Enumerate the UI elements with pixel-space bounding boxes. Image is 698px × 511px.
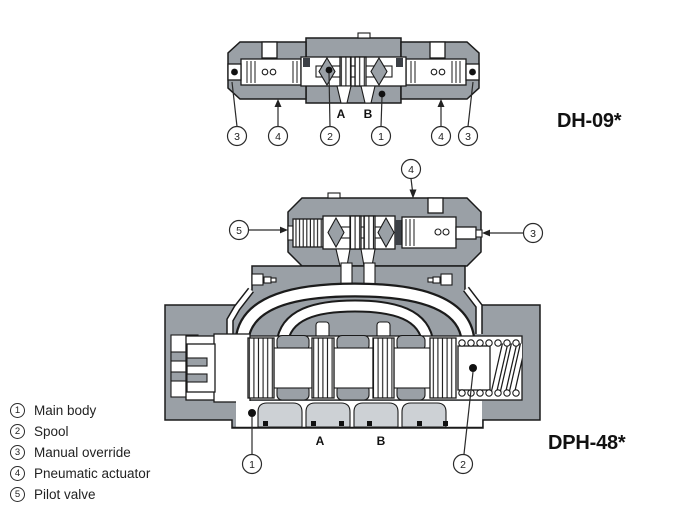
svg-text:4: 4 [438, 131, 444, 143]
dh09-left-pneumatic-actuator [227, 41, 307, 100]
dph48-callout-4-top: 4 [400, 158, 422, 199]
legend-label-pilot-valve: Pilot valve [34, 487, 96, 502]
dh09-leader-lines [231, 66, 474, 127]
dh09-callout-1: 1 [370, 125, 392, 147]
dh09-port-b [360, 85, 376, 104]
svg-text:1: 1 [249, 459, 255, 471]
legend-label-manual-override: Manual override [34, 445, 131, 460]
svg-text:4: 4 [408, 164, 414, 176]
legend-label-spool: Spool [34, 424, 69, 439]
dh09-port-label-b: B [364, 107, 373, 121]
legend-item-spool: 2 Spool [10, 424, 150, 439]
svg-text:2: 2 [460, 459, 466, 471]
legend-item-main-body: 1 Main body [10, 403, 150, 418]
svg-text:5: 5 [236, 225, 242, 237]
dh09-spool [300, 56, 407, 87]
dph48-callout-1: 1 [241, 409, 263, 475]
dph48-spring [490, 343, 522, 393]
legend-num-3: 3 [10, 445, 25, 460]
svg-text:2: 2 [327, 131, 333, 143]
svg-text:3: 3 [530, 228, 536, 240]
dh09-callout-4-right: 4 [430, 125, 452, 147]
legend-item-manual-override: 3 Manual override [10, 445, 150, 460]
legend-num-4: 4 [10, 466, 25, 481]
model-label-dh09: DH-09* [557, 110, 622, 132]
dh09-callout-3-right: 3 [457, 125, 479, 147]
svg-text:1: 1 [378, 131, 384, 143]
svg-text:3: 3 [465, 131, 471, 143]
dph48-port-label-a: A [316, 434, 325, 448]
dph48-valve-drawing: 4 [164, 158, 544, 475]
dph48-spool [185, 333, 523, 403]
dh09-left-manual-override [227, 63, 242, 81]
dh09-callout-3-left: 3 [226, 125, 248, 147]
parts-legend: 1 Main body 2 Spool 3 Manual override 4 … [10, 403, 150, 508]
legend-item-pneumatic-actuator: 4 Pneumatic actuator [10, 466, 150, 481]
legend-num-2: 2 [10, 424, 25, 439]
dph48-callout-3-right: 3 [482, 222, 544, 244]
dh09-right-manual-override [465, 63, 480, 81]
legend-num-5: 5 [10, 487, 25, 502]
dph48-callout-2: 2 [452, 364, 477, 475]
dh09-callout-4-left: 4 [267, 125, 289, 147]
legend-item-pilot-valve: 5 Pilot valve [10, 487, 150, 502]
dph48-pilot-manual-override [455, 226, 483, 240]
dh09-port-a [336, 85, 352, 104]
dph48-bottom-ports [232, 401, 483, 429]
svg-text:4: 4 [275, 131, 281, 143]
legend-num-1: 1 [10, 403, 25, 418]
dph48-callout-5-left: 5 [228, 219, 288, 241]
dh09-port-label-a: A [337, 107, 346, 121]
legend-label-main-body: Main body [34, 403, 97, 418]
dph48-pilot-valve [287, 192, 483, 267]
dh09-callout-2: 2 [319, 125, 341, 147]
legend-label-pneumatic-actuator: Pneumatic actuator [34, 466, 151, 481]
model-label-dph48: DPH-48* [548, 432, 626, 454]
dph48-port-label-b: B [377, 434, 386, 448]
dh09-valve-drawing: A B 3 4 2 1 [226, 32, 480, 147]
svg-text:3: 3 [234, 131, 240, 143]
